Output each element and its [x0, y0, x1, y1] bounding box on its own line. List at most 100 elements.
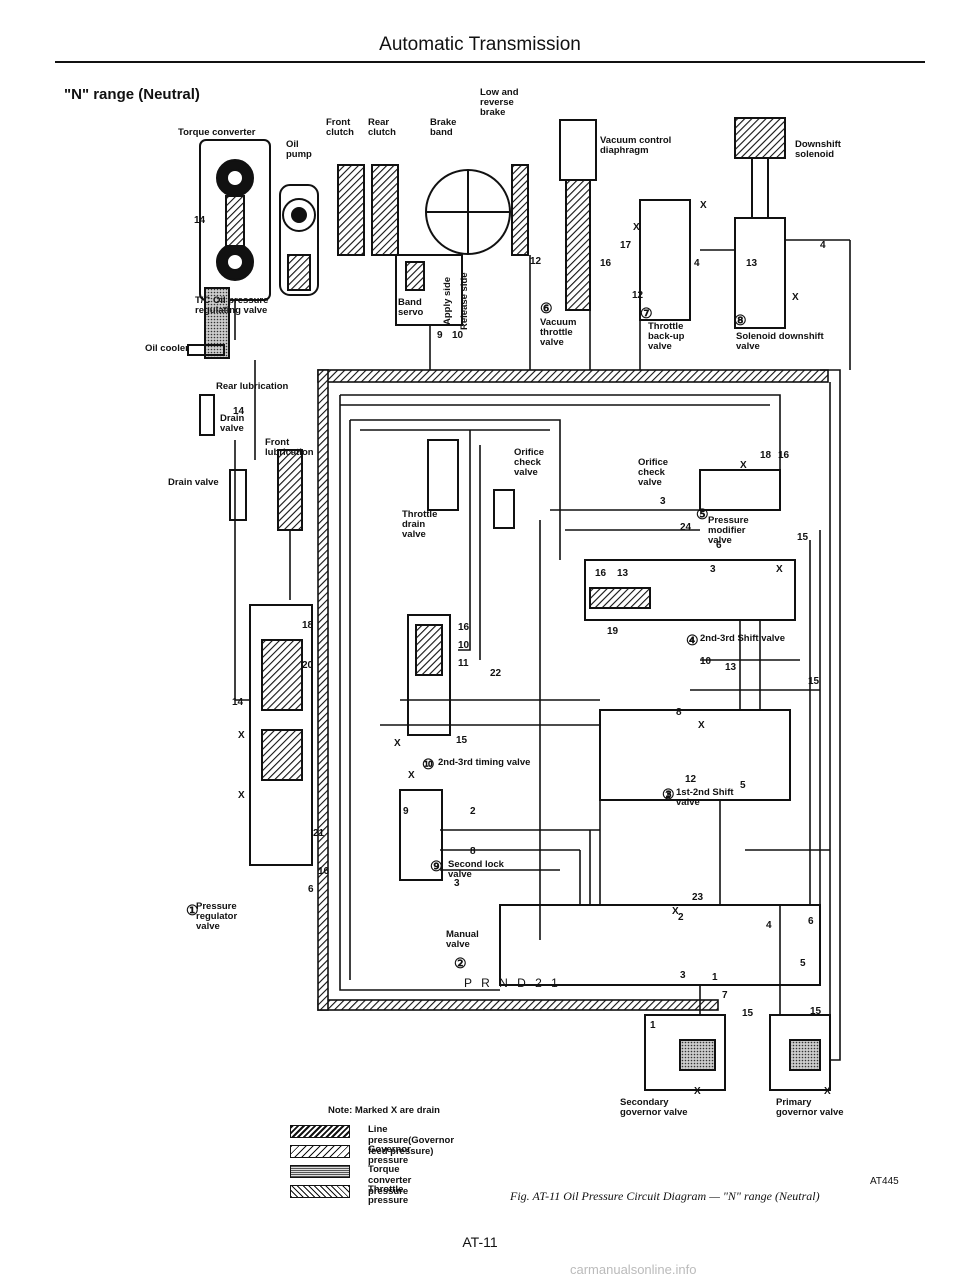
num: 5 [800, 958, 806, 969]
num: 13 [746, 258, 758, 269]
circle-10: ⑩ [422, 756, 435, 772]
circle-4: ④ [686, 632, 699, 648]
legend-swatch [290, 1145, 350, 1158]
num: 16 [318, 866, 330, 877]
legend-text: Governor pressure [368, 1144, 411, 1166]
num: 21 [313, 828, 325, 839]
band-servo [395, 254, 463, 326]
num: 14 [233, 406, 245, 417]
pressure-modifier-body [699, 469, 781, 511]
num: 14 [194, 215, 206, 226]
num: 8 [470, 846, 476, 857]
num: 19 [607, 626, 619, 637]
num: 15 [797, 532, 809, 543]
primary-governor-body [769, 1014, 831, 1091]
num: 4 [766, 920, 772, 931]
page-header: Automatic Transmission [379, 34, 581, 55]
oil-pump [279, 184, 319, 296]
legend-text: Throttle pressure [368, 1184, 409, 1206]
num: 13 [617, 568, 629, 579]
pressure-regulator-body [249, 604, 313, 866]
num: 15 [808, 676, 820, 687]
manual-valve-body [499, 904, 821, 986]
num: 8 [676, 707, 682, 718]
label-shift-23: 2nd-3rd Shift valve [700, 633, 785, 644]
num: 3 [680, 970, 686, 981]
label-pressure-modifier: Pressure modifier valve [708, 515, 749, 546]
num: 3 [710, 564, 716, 575]
num: 2 [470, 806, 476, 817]
label-low-reverse-brake: Low and reverse brake [480, 87, 519, 118]
label-throttle-backup: Throttle back-up valve [648, 321, 685, 352]
num: 23 [692, 892, 704, 903]
label-prnd: P R N D 2 1 [464, 976, 561, 990]
drain-valve-body [199, 394, 215, 436]
circle-6: ⑥ [540, 300, 553, 316]
num: 16 [600, 258, 612, 269]
circle-1: ① [186, 902, 199, 918]
torque-converter [199, 139, 271, 301]
drain-mark: X [394, 738, 401, 749]
drain-mark: X [633, 222, 640, 233]
drain-mark: X [792, 292, 799, 303]
drain-mark: X [700, 200, 707, 211]
num: 17 [620, 240, 632, 251]
label-torque-converter: Torque converter [178, 127, 256, 138]
num: 6 [808, 916, 814, 927]
secondary-governor-body [644, 1014, 726, 1091]
num: 5 [740, 780, 746, 791]
num: 6 [716, 540, 722, 551]
range-title: "N" range (Neutral) [64, 86, 200, 103]
header-rule [55, 61, 925, 63]
circle-5: ⑤ [696, 506, 709, 522]
label-throttle-drain: Throttle drain valve [402, 509, 438, 540]
num: 4 [820, 240, 826, 251]
label-oil-cooler: Oil cooler [145, 343, 189, 354]
label-solenoid-downshift: Solenoid downshift valve [736, 331, 824, 352]
legend-swatch [290, 1125, 350, 1138]
legend-swatch [290, 1185, 350, 1198]
num: 11 [458, 658, 469, 669]
num: 3 [454, 878, 460, 889]
num: 12 [685, 774, 697, 785]
num: 1 [650, 1020, 656, 1031]
drain-mark: X [238, 730, 245, 741]
label-rear-lubrication: Rear lubrication [216, 381, 289, 392]
num: 15 [742, 1008, 754, 1019]
num: 1 [712, 972, 718, 983]
num: 15 [456, 735, 468, 746]
label-pressure-regulator: Pressure regulator valve [196, 901, 238, 932]
label-downshift-solenoid: Downshift solenoid [795, 139, 841, 160]
drain-mark: X [740, 460, 747, 471]
drain-valve-2-body [229, 469, 247, 521]
drain-mark: X [672, 906, 679, 917]
circle-8: ⑧ [734, 312, 747, 328]
label-secondary-governor: Secondary governor valve [620, 1097, 688, 1118]
shift-23-body [584, 559, 796, 621]
num: 24 [680, 522, 692, 533]
orifice-check-1-body [493, 489, 515, 529]
legend-note: Note: Marked X are drain [328, 1105, 440, 1116]
label-release-side: Release side [459, 272, 470, 330]
circle-2: ② [454, 955, 467, 971]
drain-mark: X [824, 1086, 831, 1097]
num: 9 [437, 330, 443, 341]
label-timing-23: 2nd-3rd timing valve [438, 757, 531, 768]
circle-9: ⑨ [430, 858, 443, 874]
front-clutch [337, 164, 365, 256]
label-brake-band: Brake band [430, 117, 457, 138]
num: 3 [660, 496, 666, 507]
label-second-lock: Second lock valve [448, 859, 504, 880]
label-vacuum-diaphragm: Vacuum control diaphragm [600, 135, 672, 156]
circuit-diagram [187, 117, 851, 1091]
num: 6 [308, 884, 314, 895]
label-band-servo: Band servo [398, 297, 424, 318]
figure-code: AT445 [870, 1176, 899, 1187]
num: 16 [458, 622, 470, 633]
num: 18 [302, 620, 314, 631]
num: 16 [778, 450, 790, 461]
label-vacuum-throttle: Vacuum throttle valve [540, 317, 577, 348]
num: 2 [678, 912, 684, 923]
num: 12 [530, 256, 542, 267]
throttle-backup-body [639, 199, 691, 321]
